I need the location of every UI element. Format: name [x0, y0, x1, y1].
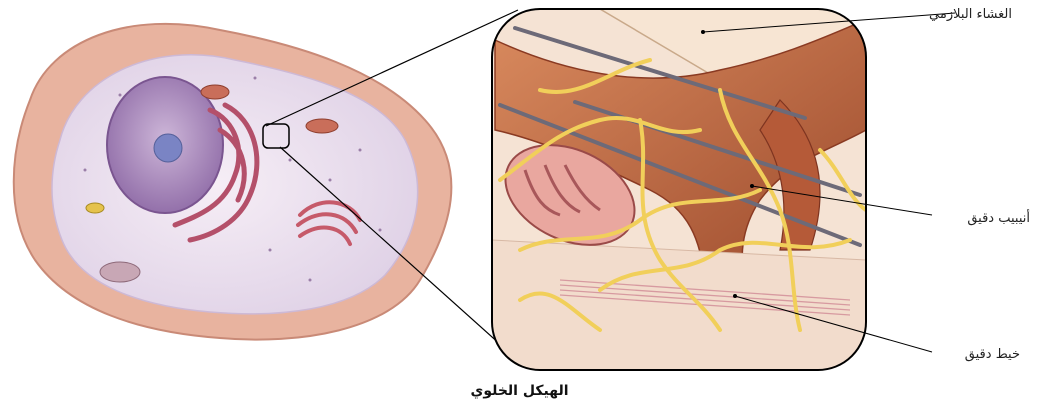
figure-caption: الهيكل الخلوي — [0, 383, 1039, 399]
microtubule-label: أنيبيب دقيق — [930, 210, 1030, 227]
mitochondrion-2 — [306, 119, 338, 133]
mitochondrion-1 — [201, 85, 229, 99]
lysosome — [100, 262, 140, 282]
vesicle — [86, 203, 104, 213]
leader-dot-plasma-membrane — [701, 30, 705, 34]
nucleolus — [154, 134, 182, 162]
leader-dot-microtubule — [750, 184, 754, 188]
plasma-membrane-label: الغشاء البلازمي — [932, 6, 1012, 23]
magnified-inset — [489, 9, 866, 370]
leader-dot-microfilament — [733, 294, 737, 298]
microfilament-label: خيط دقيق — [930, 346, 1020, 363]
cytoplasm-floor — [492, 240, 866, 370]
